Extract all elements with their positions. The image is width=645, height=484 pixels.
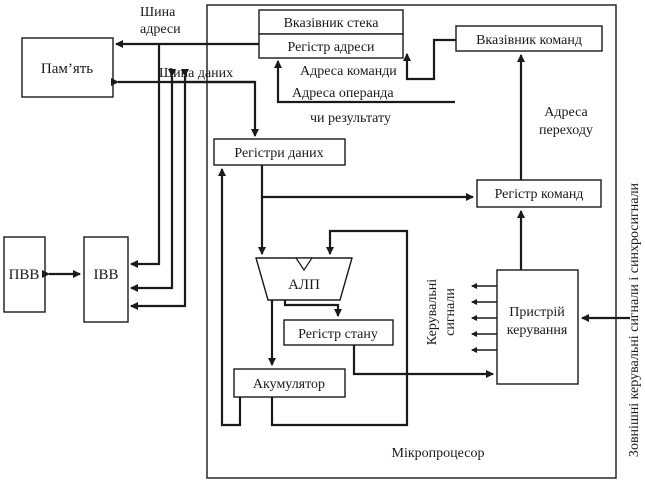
data-registers-block — [213, 138, 346, 166]
ivv-label: ІВВ — [93, 267, 118, 283]
stack-pointer-label: Вказівник стека — [284, 16, 380, 31]
command-address-label: Адреса команди — [300, 64, 397, 79]
data-registers-label: Регістри даних — [234, 146, 323, 161]
status-register-label: Регістр стану — [298, 327, 378, 342]
ivv-block — [83, 236, 129, 323]
memory-label: Пам’ять — [41, 61, 93, 77]
accumulator-feedback-loop — [270, 229, 409, 427]
operand-address-line — [274, 60, 455, 104]
alu-notch — [294, 257, 314, 272]
control-unit-label-1: Пристрій — [509, 305, 565, 320]
instruction-register-label: Регістр команд — [495, 187, 584, 202]
command-address-line — [403, 38, 456, 81]
alu-block — [255, 257, 353, 301]
pivv-label: ПВВ — [9, 267, 40, 283]
jump-address-label-2: переходу — [539, 123, 593, 138]
accumulator-block — [233, 368, 346, 398]
address-register-block — [258, 33, 404, 59]
status-register-block — [283, 319, 394, 346]
operand-address-label-1: Адреса операнда — [292, 86, 394, 101]
data-bus-branch-ivv-2 — [130, 69, 189, 310]
accumulator-label: Акумулятор — [253, 377, 325, 392]
external-signals-label: Зовнішні керувальні сигнали і синхросигн… — [627, 182, 642, 457]
data-bus-branch-ivv-1 — [130, 69, 176, 292]
instruction-register-block — [476, 179, 602, 208]
microprocessor-label: Мікропроцесор — [392, 446, 485, 461]
data-to-instruction-register — [260, 165, 474, 201]
instruction-pointer-label: Вказівник команд — [476, 33, 582, 48]
alu-to-status-register — [283, 300, 342, 317]
control-unit-label-2: керування — [507, 323, 568, 338]
operand-address-label-2: чи результату — [310, 111, 391, 126]
pivv-block — [3, 236, 46, 313]
status-to-control-unit — [352, 345, 494, 378]
accumulator-to-data-registers — [218, 168, 242, 427]
address-bus-label-1: Шина — [140, 5, 176, 20]
instruction-pointer-block — [455, 25, 603, 52]
stack-pointer-block — [258, 9, 404, 35]
microprocessor-frame — [206, 4, 617, 479]
control-unit-block — [496, 269, 579, 385]
address-register-label: Регістр адреси — [287, 40, 375, 55]
control-signals-label-1: Керувальні — [425, 279, 440, 345]
control-signals-label-2: сигнали — [443, 288, 458, 336]
data-bus-label: Шина даних — [159, 66, 233, 81]
data-bus-to-registers — [170, 80, 259, 137]
address-bus-to-ivv — [130, 44, 161, 268]
address-bus-label-2: адреси — [140, 22, 181, 37]
alu-label: АЛП — [288, 277, 320, 293]
memory-block — [21, 37, 114, 98]
jump-address-label-1: Адреса — [544, 105, 588, 120]
